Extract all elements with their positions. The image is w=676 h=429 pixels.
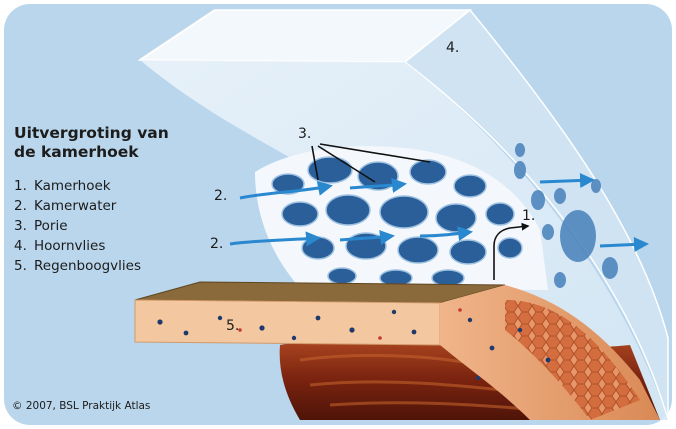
label-two-top: 2.: [214, 188, 227, 204]
flow-arrow: [600, 244, 646, 246]
label-one: 1.: [522, 208, 535, 224]
legend-item: 1.Kamerhoek: [14, 176, 169, 196]
legend-item: 2.Kamerwater: [14, 196, 169, 216]
legend-list: 1.Kamerhoek 2.Kamerwater 3.Porie 4.Hoorn…: [14, 176, 169, 276]
label-four: 4.: [446, 40, 459, 56]
legend-title-line2: de kamerhoek: [14, 143, 169, 162]
label-three: 3.: [298, 126, 311, 142]
legend-title-line1: Uitvergroting van: [14, 124, 169, 143]
label-five: 5.: [226, 318, 239, 334]
copyright-text: © 2007, BSL Praktijk Atlas: [12, 400, 150, 412]
flow-arrow: [540, 180, 592, 182]
legend-item: 5.Regenboogvlies: [14, 256, 169, 276]
legend: Uitvergroting van de kamerhoek 1.Kamerho…: [14, 124, 169, 276]
label-two-bottom: 2.: [210, 236, 223, 252]
legend-item: 4.Hoornvlies: [14, 236, 169, 256]
legend-item: 3.Porie: [14, 216, 169, 236]
